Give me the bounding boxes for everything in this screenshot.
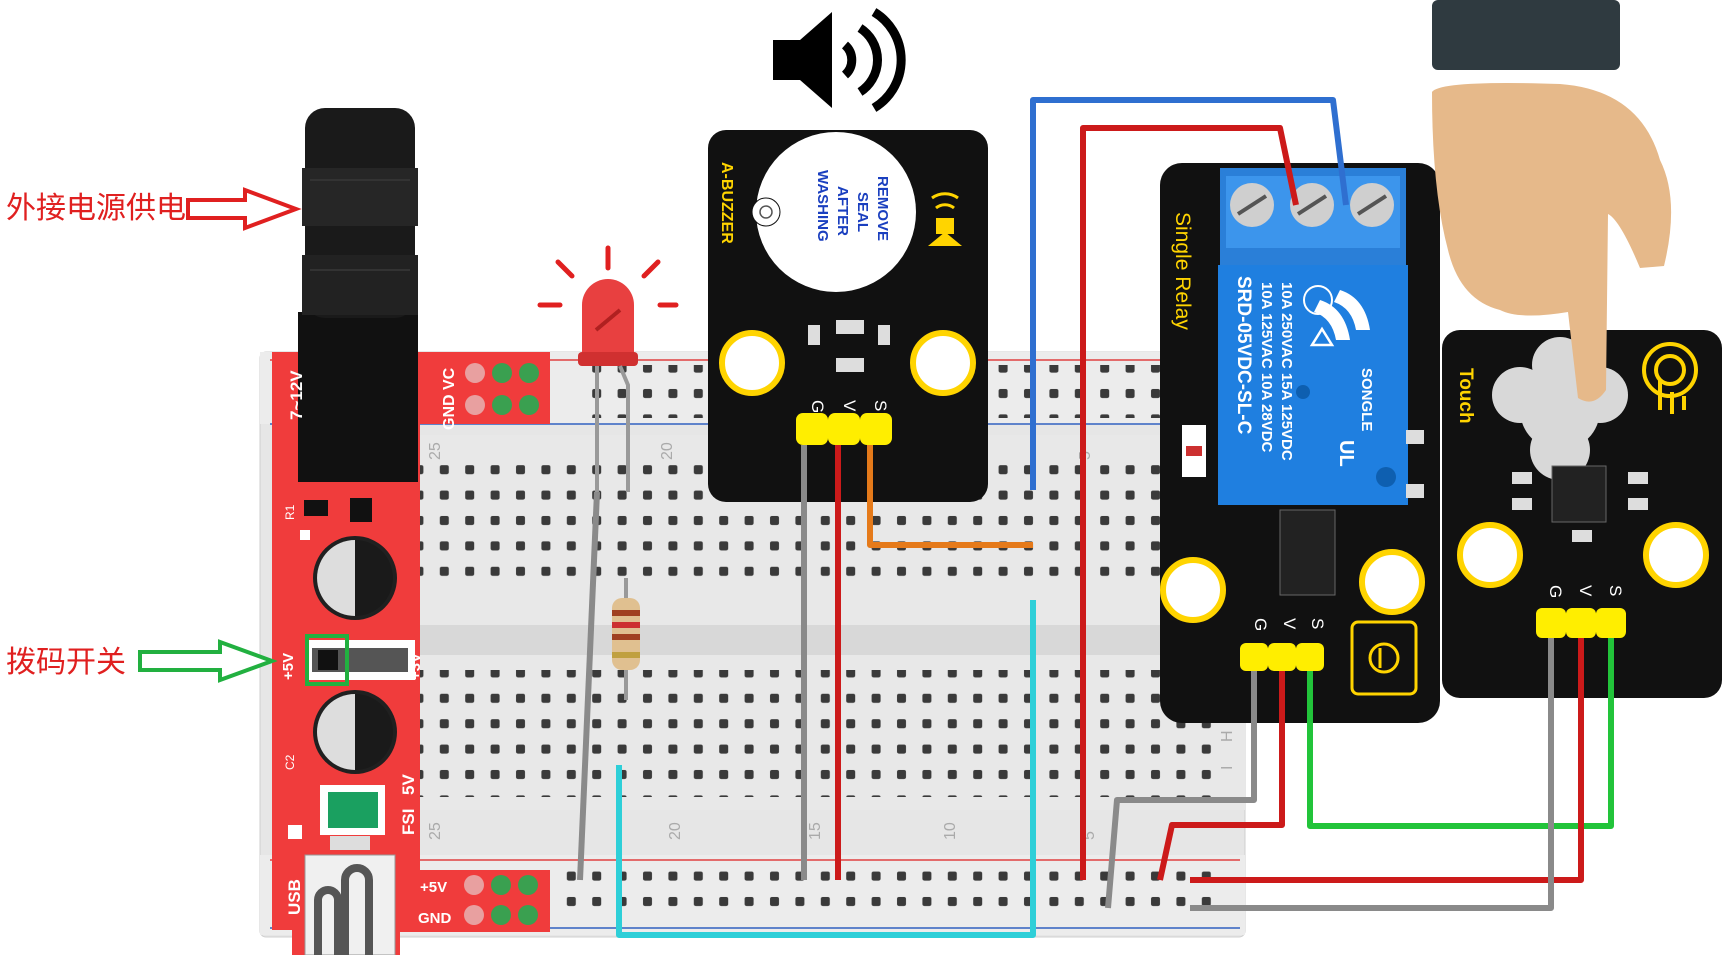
transistor-icon (1350, 620, 1418, 696)
green-arrow-icon (138, 639, 278, 683)
plus5v-switch-label: +5V (280, 653, 297, 680)
external-power-text: 外接电源供电 (6, 191, 186, 226)
led (537, 245, 679, 492)
relay-pin-v-label: V (1280, 618, 1299, 630)
touch-pin-s-label: S (1606, 585, 1625, 596)
usb-label: USB (285, 879, 304, 915)
wire-red-touch-v (1190, 638, 1584, 883)
r1-resistor (304, 500, 328, 516)
touch-icon (1642, 342, 1698, 414)
annotation-dip-switch: 拨码开关 (6, 639, 278, 683)
songle-logo-icon (1314, 290, 1370, 340)
wire-gray-led (577, 491, 600, 881)
seal-line: SEAL (854, 192, 871, 232)
capacitor-c1 (313, 536, 397, 620)
row-label: H (1219, 730, 1236, 742)
wires (577, 97, 1614, 938)
seal-line: WASHING (814, 170, 831, 242)
wire-blue (1030, 97, 1349, 490)
col-label-bottom: 25 (427, 822, 444, 840)
power-header-bottom (464, 875, 538, 925)
buzzer-pin-v-label: V (840, 400, 859, 412)
relay-pin-g-label: G (1251, 618, 1270, 631)
power-module: 7~12V GND VC R1 +5V +3V C2 FSI 5V (272, 108, 550, 955)
mount-hole (1359, 549, 1425, 615)
resistor (612, 578, 640, 700)
small-speaker-icon (928, 192, 962, 246)
relay-module: Single Relay SRD-05VDC-SL-C 10A 125VAC 1… (1160, 163, 1440, 723)
usb-port (304, 836, 396, 955)
gnd-vc-label: GND VC (441, 367, 458, 430)
five-v-label: 5V (399, 774, 418, 795)
mount-hole (1457, 522, 1523, 588)
relay-ul-mark: UL (1335, 440, 1357, 467)
buzzer-module: A-BUZZER REMOVE SEAL AFTER WASHING G V S (708, 8, 988, 502)
relay-board-label: Single Relay (1171, 212, 1194, 330)
mount-hole (1160, 557, 1226, 623)
red-arrow-icon (186, 187, 302, 231)
mount-hole (1643, 522, 1709, 588)
col-label-bottom: 20 (667, 822, 684, 840)
wire-green-signal (1307, 638, 1614, 829)
touch-board-label: Touch (1455, 368, 1476, 424)
barrel-jack (298, 312, 418, 482)
seal-text: REMOVE SEAL AFTER WASHING (814, 170, 891, 242)
buzzer-body (756, 132, 916, 292)
relay-body: SRD-05VDC-SL-C 10A 125VAC 10A 28VDC 10A … (1218, 265, 1408, 505)
mount-hole (910, 330, 976, 396)
wire-gray-relay-g (1105, 671, 1257, 909)
touch-pin-v-label: V (1576, 585, 1595, 597)
col-label-top: 20 (659, 442, 676, 460)
row-label: I (1219, 766, 1236, 770)
fsi-label: FSI (399, 809, 418, 835)
touch-ic (1551, 465, 1607, 523)
c2-label: C2 (283, 754, 297, 770)
wire-red-relay-v (1157, 671, 1285, 881)
relay-pin-s-label: S (1308, 618, 1327, 629)
relay-model-line: SRD-05VDC-SL-C (1233, 276, 1254, 435)
buzzer-pin-s-label: S (871, 400, 890, 411)
wire-red-relay-com (1080, 125, 1299, 880)
r1-label: R1 (283, 504, 297, 520)
buzzer-pin-header (796, 413, 892, 445)
dip-switch-text: 拨码开关 (6, 645, 126, 680)
capacitor-c2 (313, 690, 397, 774)
power-header-top (465, 363, 539, 415)
plus3v-switch-label: +3V (407, 653, 424, 680)
col-label-bottom: 5 (1081, 831, 1098, 840)
mount-hole (719, 330, 785, 396)
seal-line: AFTER (834, 186, 851, 236)
wire-gray-touch-g (1190, 638, 1554, 911)
out-5v-label: +5V (420, 879, 447, 896)
screw-terminal (1220, 168, 1406, 266)
relay-rating-line: 10A 250VAC 15A 125VDC (1278, 282, 1295, 461)
wire-cyan (616, 600, 1036, 938)
relay-rating-line: 10A 125VAC 10A 28VDC (1258, 282, 1275, 453)
out-gnd-label: GND (418, 910, 452, 927)
col-label-top: 25 (427, 442, 444, 460)
dip-switch-knob[interactable] (318, 650, 338, 670)
relay-pin-header (1240, 643, 1324, 671)
touch-pin-header (1536, 608, 1626, 638)
finger-icon (1432, 0, 1672, 402)
col-label-bottom: 15 (807, 822, 824, 840)
annotation-external-power: 外接电源供电 (6, 187, 302, 231)
relay-driver-chip (1279, 509, 1336, 596)
col-label-bottom: 10 (942, 822, 959, 840)
dip-switch-highlight (305, 634, 349, 686)
touch-pin-g-label: G (1546, 585, 1565, 598)
speaker-icon (773, 8, 906, 112)
wire-orange-buzzer-s (867, 445, 1033, 548)
vin-label: 7~12V (287, 370, 306, 420)
buzzer-brand-label: A-BUZZER (718, 162, 735, 244)
center-channel (420, 625, 1245, 655)
seal-line: REMOVE (874, 176, 891, 241)
buzzer-pin-g-label: G (808, 400, 827, 413)
relay-brand: SONGLE (1358, 368, 1375, 431)
